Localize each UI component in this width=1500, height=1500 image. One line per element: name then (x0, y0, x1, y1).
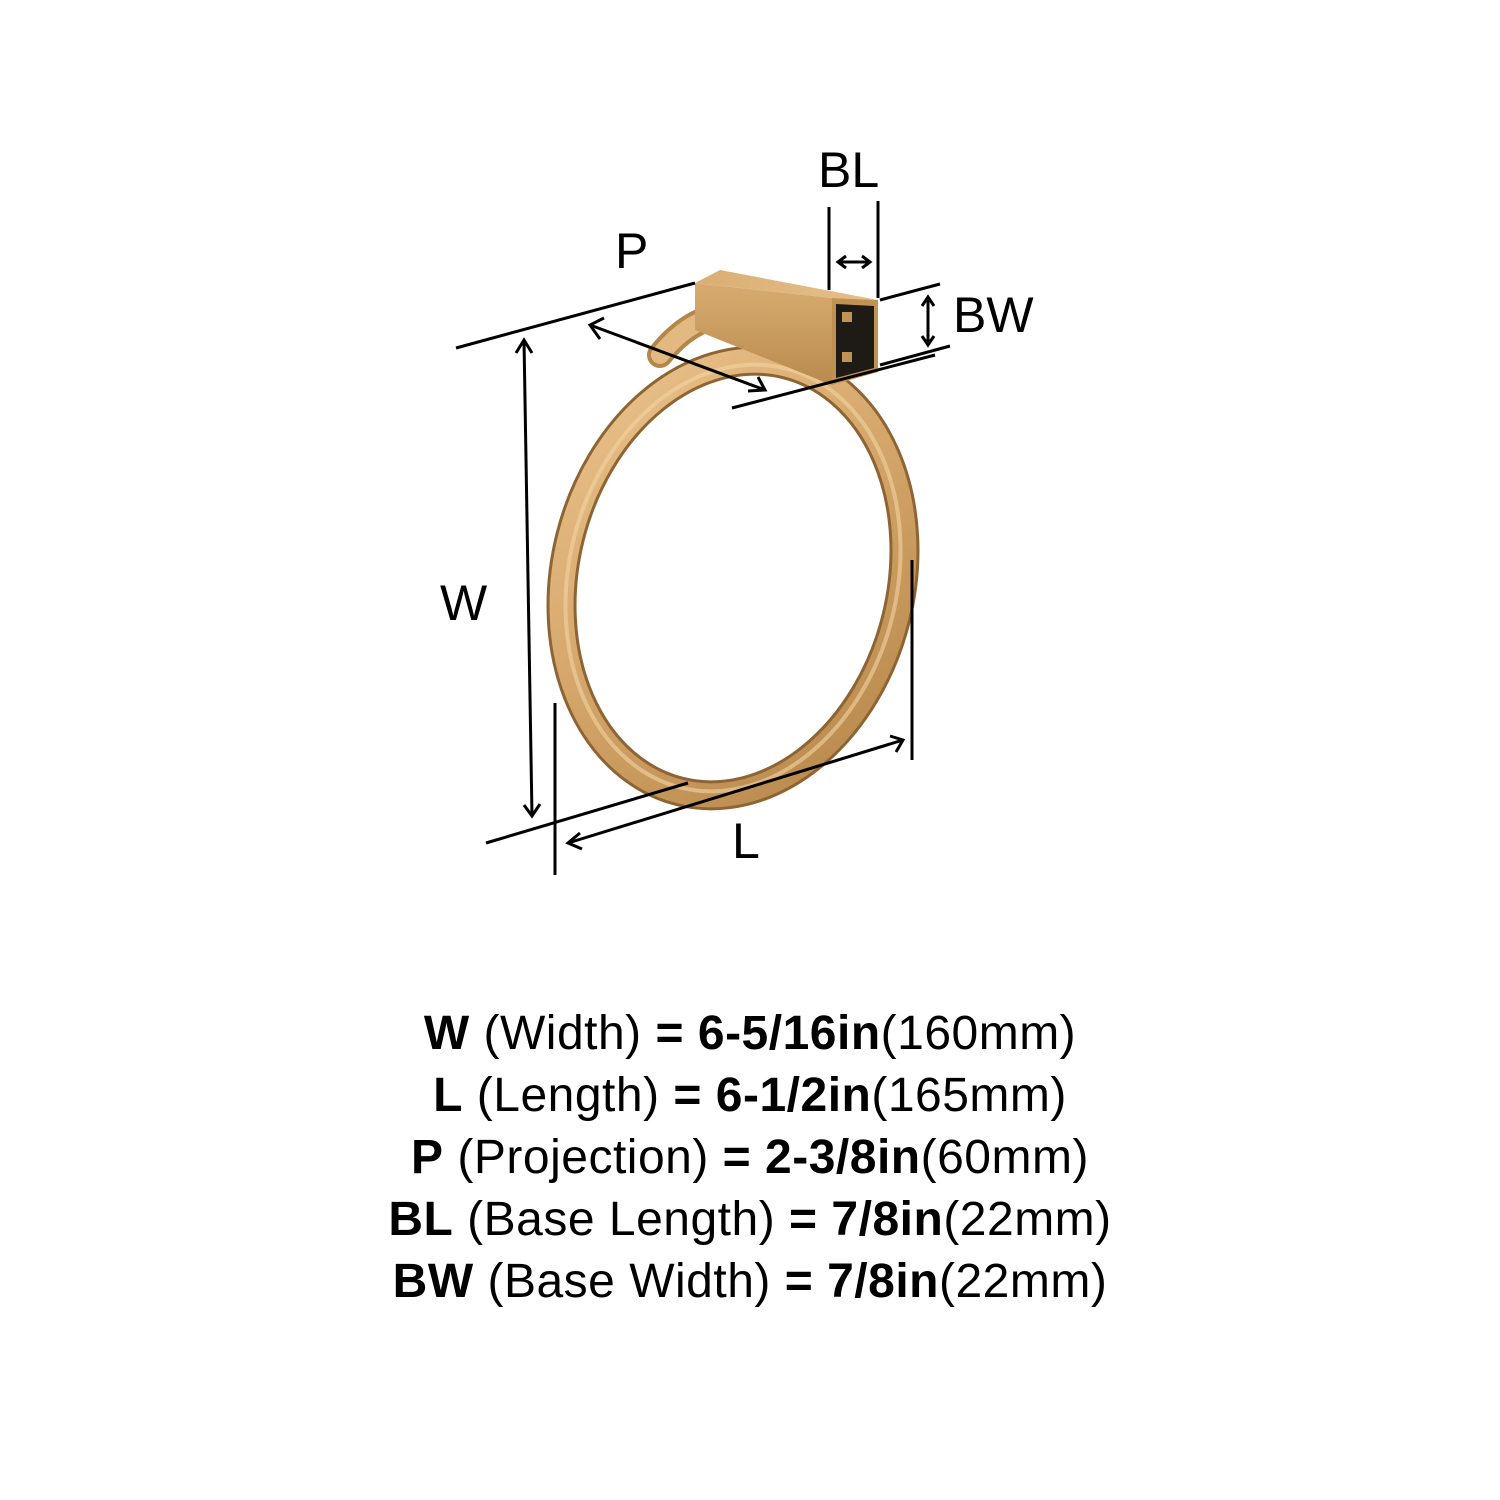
spec-metric: (165mm) (871, 1069, 1067, 1122)
spec-row-projection: P (Projection) = 2-3/8in(60mm) (0, 1127, 1500, 1189)
spec-metric: (60mm) (920, 1131, 1089, 1184)
spec-equals: = (673, 1069, 702, 1122)
spec-equals: = (789, 1193, 818, 1246)
spec-equals: = (784, 1255, 814, 1308)
spec-imperial: 6-1/2in (715, 1069, 872, 1122)
ring (546, 302, 920, 811)
spec-name: (Width) (483, 1007, 642, 1060)
spec-equals: = (655, 1007, 685, 1060)
spec-symbol: P (411, 1131, 444, 1184)
dimension-lines (455, 201, 951, 875)
spec-name: (Projection) (457, 1131, 709, 1184)
spec-imperial: 7/8in (827, 1255, 939, 1308)
label-bw: BW (953, 287, 1034, 343)
spec-row-base-length: BL (Base Length) = 7/8in(22mm) (0, 1189, 1500, 1251)
spec-equals: = (722, 1131, 752, 1184)
towel-ring-diagram: BL P BW W L (440, 142, 1034, 875)
spec-symbol: W (423, 1007, 470, 1060)
spec-symbol: BL (388, 1193, 454, 1246)
spec-name: (Base Length) (467, 1193, 776, 1246)
label-l: L (732, 813, 760, 869)
spec-name: (Base Width) (487, 1255, 771, 1308)
spec-row-length: L (Length) = 6-1/2in(165mm) (0, 1065, 1500, 1127)
spec-metric: (22mm) (939, 1255, 1108, 1308)
spec-imperial: 7/8in (831, 1193, 944, 1246)
spec-row-base-width: BW (Base Width) = 7/8in(22mm) (0, 1251, 1500, 1313)
label-p: P (615, 223, 648, 279)
dimension-specs: W (Width) = 6-5/16in(160mm) L (Length) =… (0, 1003, 1500, 1313)
spec-metric: (22mm) (943, 1193, 1112, 1246)
label-w: W (440, 575, 488, 631)
mounting-base (695, 270, 878, 385)
spec-imperial: 6-5/16in (697, 1007, 881, 1060)
label-bl: BL (818, 142, 879, 198)
spec-row-width: W (Width) = 6-5/16in(160mm) (0, 1003, 1500, 1065)
spec-imperial: 2-3/8in (765, 1131, 921, 1184)
spec-symbol: L (433, 1069, 463, 1122)
spec-name: (Length) (476, 1069, 660, 1122)
spec-symbol: BW (392, 1255, 474, 1308)
spec-metric: (160mm) (880, 1007, 1077, 1060)
